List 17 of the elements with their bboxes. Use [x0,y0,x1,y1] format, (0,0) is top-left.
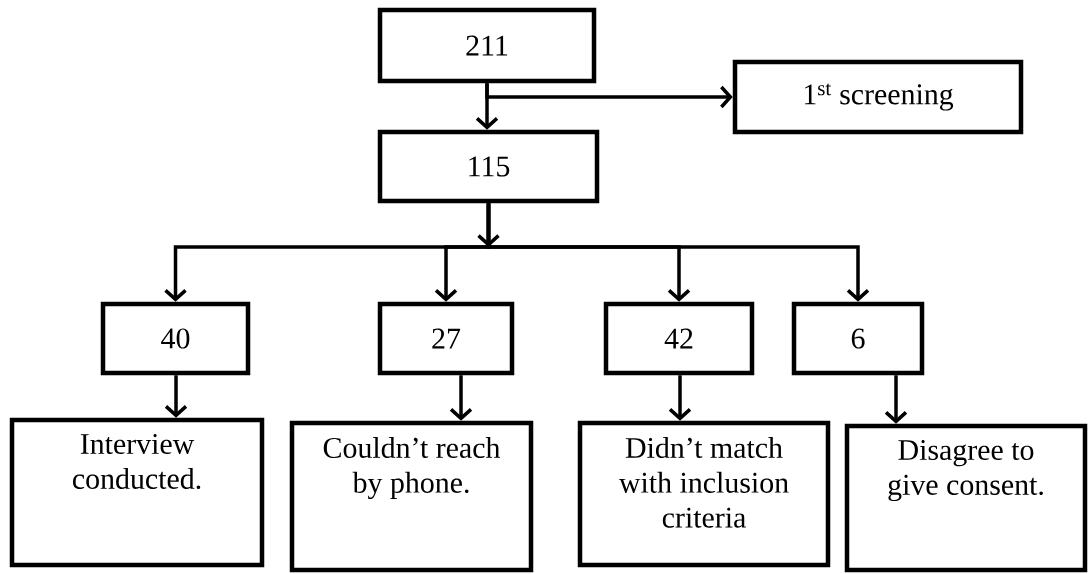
count-box: 211 [377,7,597,84]
arrow [449,375,473,421]
outcome-box: Disagree to give consent. [844,423,1088,573]
count-box: 1$^{st}$ screening [732,59,1024,135]
arrow [485,83,733,109]
count-box: 42 [603,301,755,376]
count-box: 27 [377,301,515,376]
arrow [884,375,908,424]
outcome-box: Interview conducted. [9,417,265,568]
outcome-box: Couldn’t reach by phone. [289,420,534,573]
count-box: 6 [791,301,925,376]
count-box: 115 [377,129,600,204]
count-box: 40 [100,301,251,376]
outcome-box: Didn’t match with inclusion criteria [577,420,831,568]
arrow [477,203,500,247]
arrow [164,375,188,418]
arrow [668,375,692,421]
